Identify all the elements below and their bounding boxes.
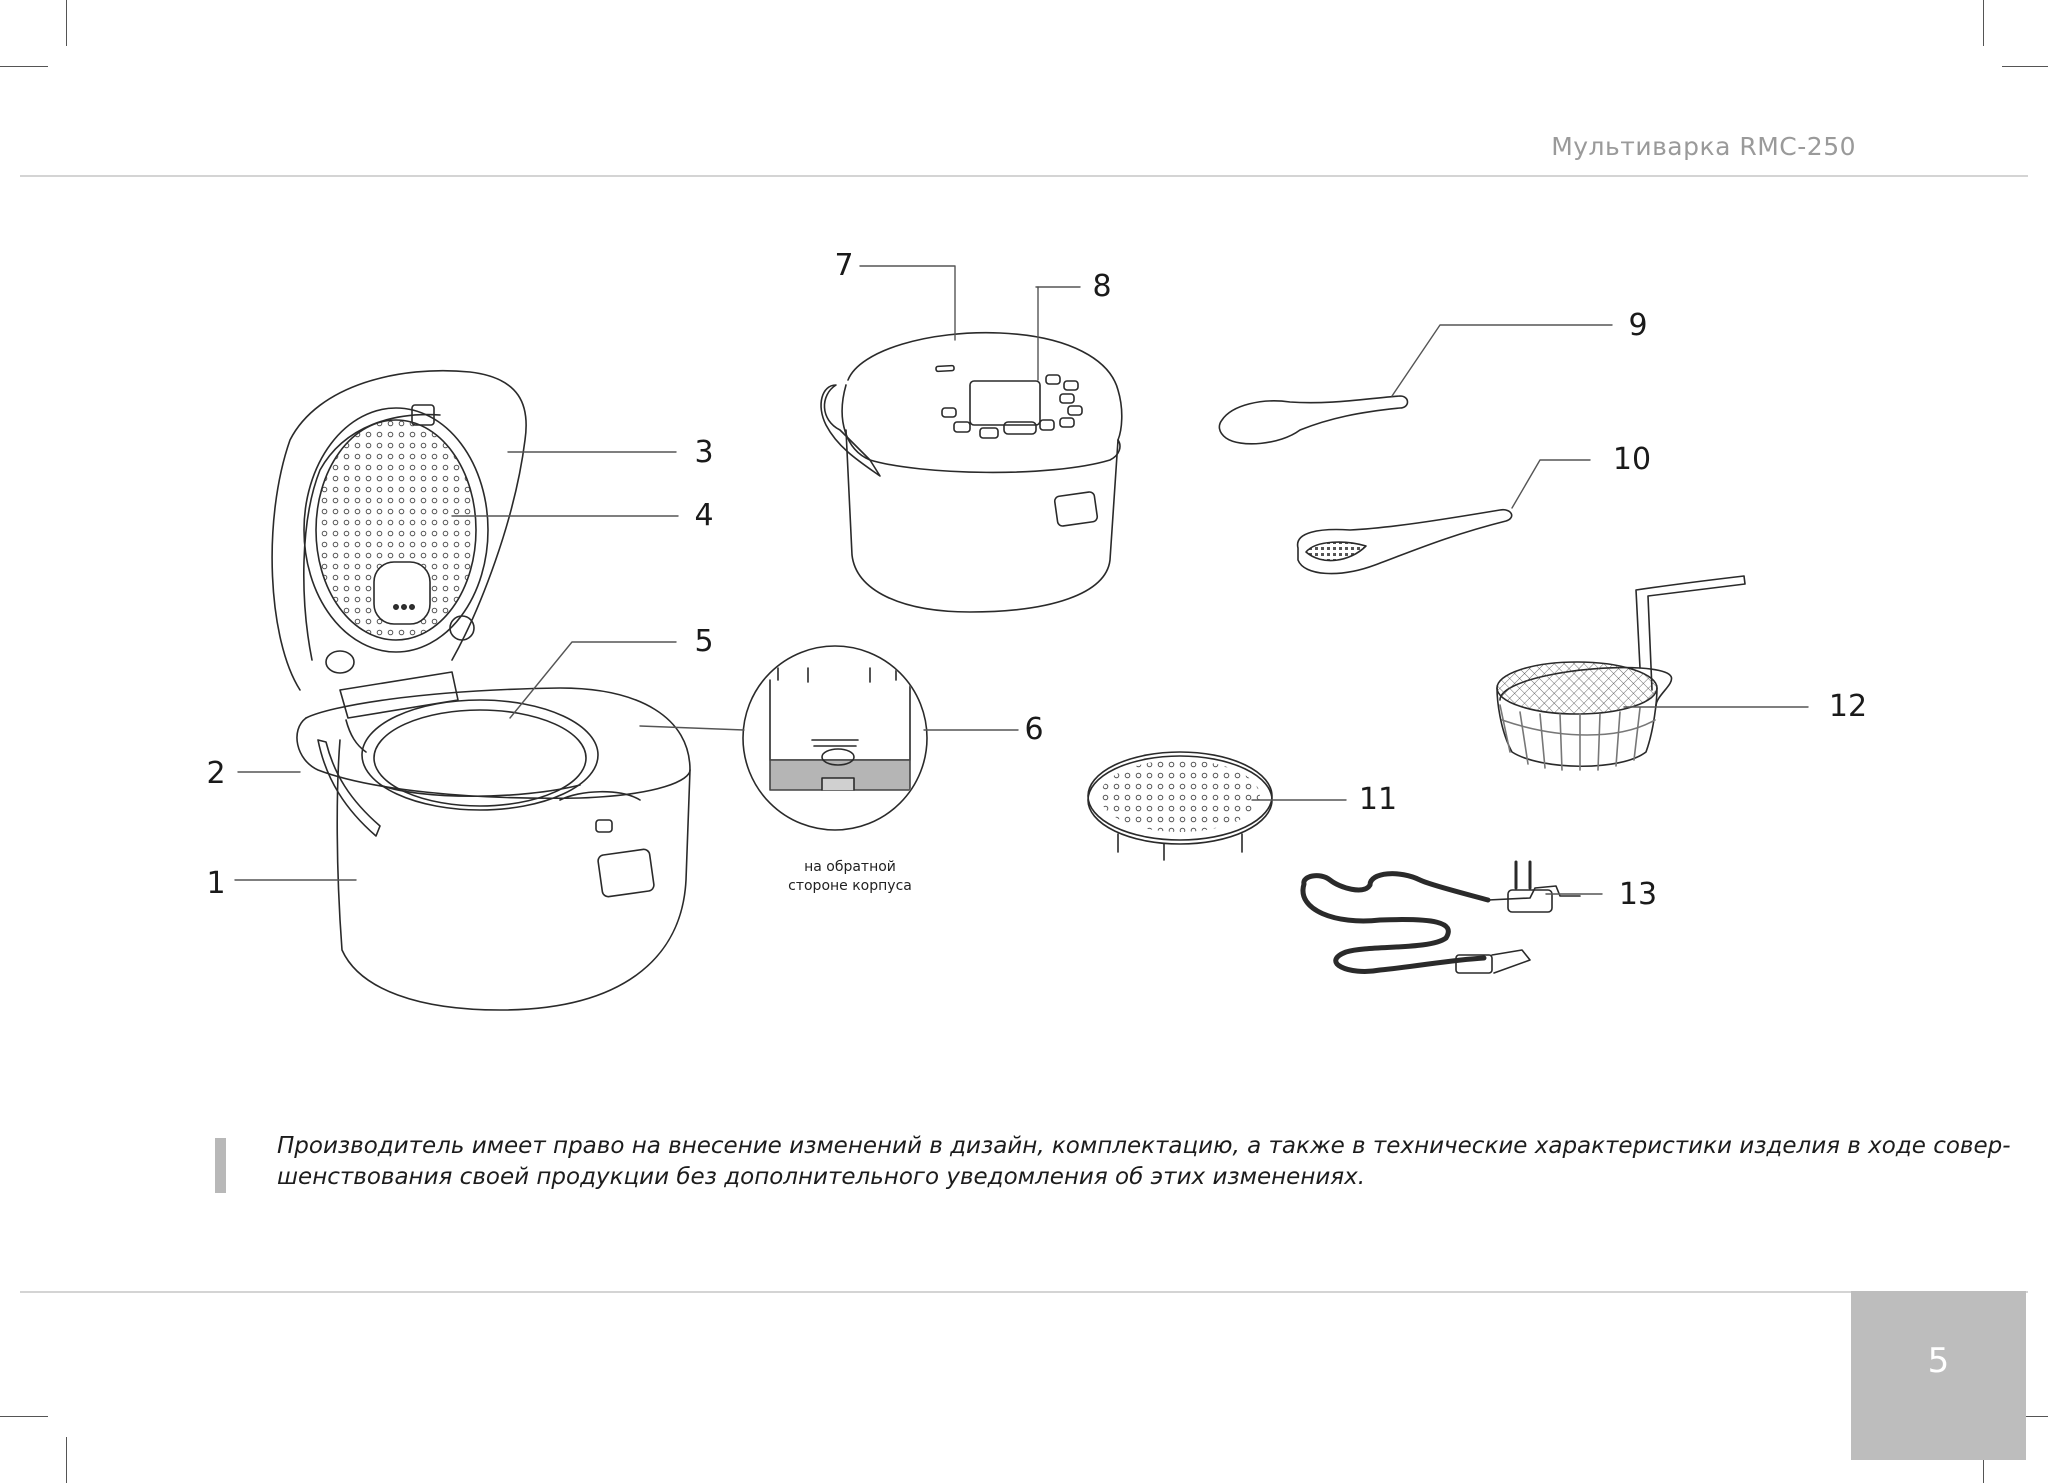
callout-11: 11	[1358, 782, 1398, 817]
page-number: 5	[1927, 1341, 1950, 1381]
callout-12: 12	[1828, 689, 1868, 724]
rice-spoon-drawing	[1218, 395, 1409, 445]
crop-mark	[2002, 66, 2048, 67]
callout-7: 7	[834, 248, 854, 283]
crop-mark	[66, 0, 67, 46]
callout-8: 8	[1092, 269, 1112, 304]
callout-4: 4	[694, 498, 714, 533]
steamer-rack-drawing	[1087, 751, 1273, 861]
rear-detail-caption: на обратной стороне корпуса	[788, 859, 912, 894]
soup-ladle-drawing	[1296, 508, 1513, 575]
multicooker-open-drawing	[271, 369, 691, 1011]
crop-mark	[1983, 0, 1984, 46]
footer-rule	[20, 1291, 2028, 1293]
rear-detail-drawing	[742, 645, 928, 831]
callout-6: 6	[1024, 712, 1044, 747]
callout-3: 3	[694, 435, 714, 470]
crop-mark	[0, 1416, 48, 1417]
header-rule	[20, 175, 2028, 177]
callout-5: 5	[694, 624, 714, 659]
header-title: Мультиварка RMC-250	[1551, 132, 1856, 161]
frying-basket-drawing	[1496, 575, 1746, 771]
notice-marker	[215, 1138, 226, 1193]
crop-mark	[66, 1437, 67, 1483]
multicooker-closed-drawing	[820, 331, 1123, 613]
page-number-box: 5	[1851, 1291, 2026, 1460]
power-cord-drawing	[1300, 860, 1581, 974]
manufacturer-notice: Производитель имеет право на внесение из…	[277, 1133, 2011, 1190]
callout-2: 2	[206, 756, 226, 791]
crop-mark	[0, 66, 48, 67]
crop-mark	[1983, 1437, 1984, 1483]
leader-lines	[234, 265, 1809, 895]
callout-13: 13	[1618, 877, 1658, 912]
callout-10: 10	[1612, 442, 1652, 477]
callout-9: 9	[1628, 308, 1648, 343]
callout-1: 1	[206, 866, 226, 901]
